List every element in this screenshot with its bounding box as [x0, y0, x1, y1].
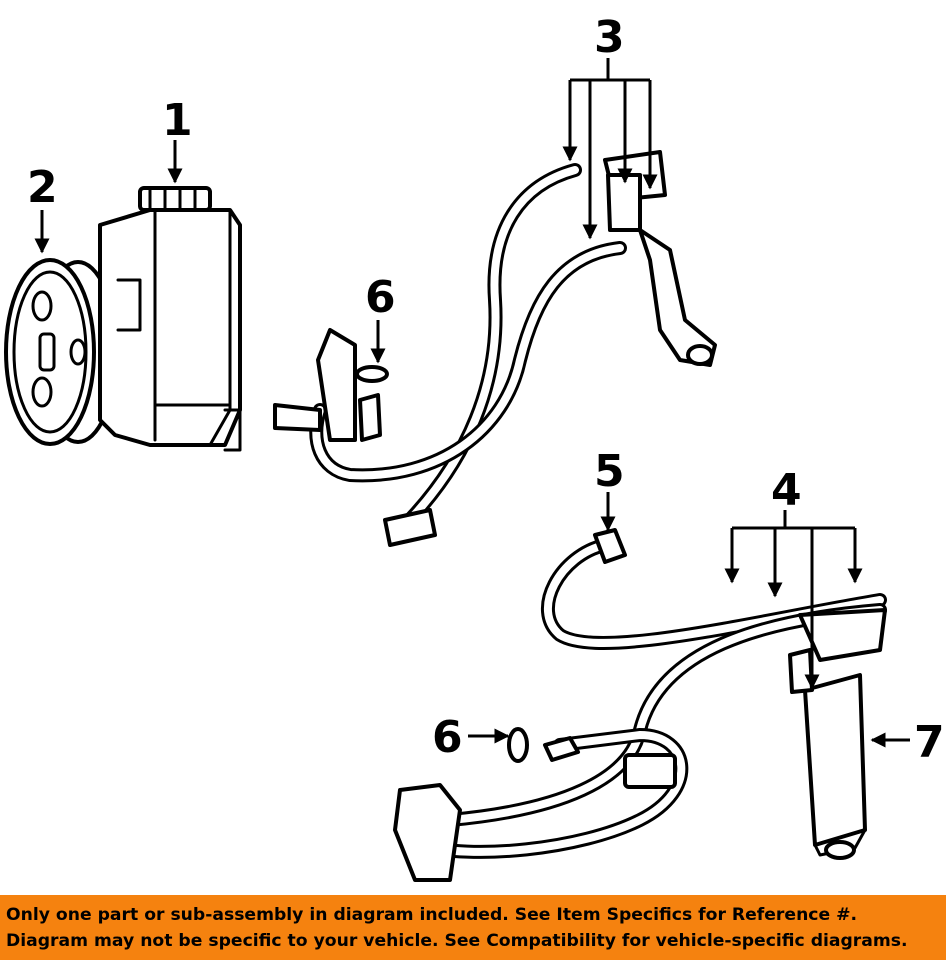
o-ring-upper [355, 365, 389, 383]
callout-2: 2 [27, 162, 58, 213]
o-ring-lower [507, 727, 529, 763]
callout-6-lower: 6 [432, 712, 463, 763]
disclaimer-line-1: Only one part or sub-assembly in diagram… [6, 905, 858, 925]
callout-4: 4 [771, 465, 802, 516]
pressure-hose-assembly [273, 150, 717, 547]
power-steering-cooler [788, 648, 867, 860]
disclaimer-banner: Only one part or sub-assembly in diagram… [0, 895, 946, 960]
callout-7: 7 [914, 717, 945, 768]
callout-1: 1 [162, 95, 193, 146]
parts-diagram: 1 2 3 6 5 4 6 7 [4, 12, 945, 882]
leader-lines [34, 58, 910, 748]
callout-6-upper: 6 [365, 272, 396, 323]
return-hose-assembly [393, 528, 887, 882]
power-steering-pump [98, 186, 242, 452]
pulley [4, 258, 118, 446]
callout-5: 5 [594, 446, 625, 497]
disclaimer-line-2: Diagram may not be specific to your vehi… [6, 931, 908, 951]
callout-3: 3 [594, 12, 625, 63]
